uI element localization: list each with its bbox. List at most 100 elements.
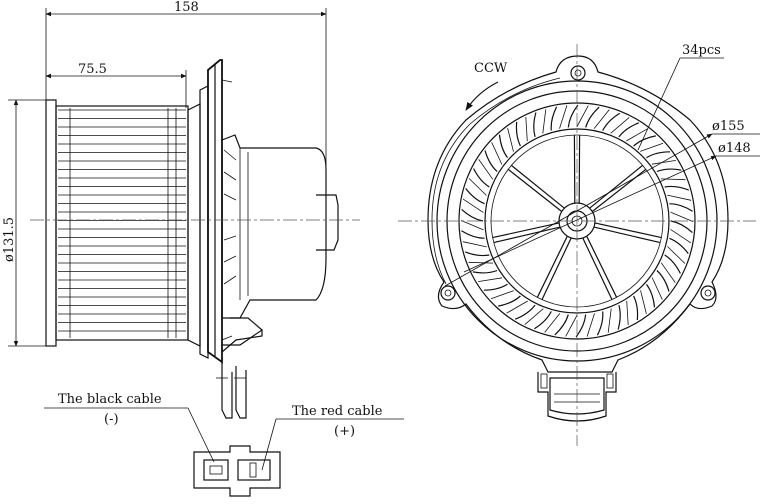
fan-blade [473,168,490,188]
fan-blade [498,295,521,307]
blower-wheel-side [45,99,189,347]
fan-blade-edge [651,277,663,300]
fan-blade [670,220,693,234]
fan-blade-edge [524,308,544,325]
fan-blades-front [460,104,694,338]
dimension-75-5-label: 75.5 [78,62,107,77]
blade-count-label: 34pcs [682,43,721,58]
fan-blade [550,106,558,131]
dimension-overall-length: 158 [45,0,327,17]
mounting-hole-right [700,285,716,301]
hub-spoke [591,168,647,212]
hub-spoke [582,237,613,300]
fan-blade-edge [565,314,578,337]
hub-spoke [507,168,563,212]
outer-diameter-label: ø155 [712,119,745,134]
hub-spoke [589,164,643,209]
fan-blade [554,314,569,336]
dimension-131-5-label: ø131.5 [2,217,17,262]
fan-blade [533,311,552,330]
fan-blades-side [58,108,186,338]
motor-housing [221,134,339,353]
fan-blade-edge [593,109,610,129]
fan-blade-edge [640,290,647,314]
fan-blade-edge [586,313,595,337]
side-view: 158 75.5 ø131.5 [2,0,360,419]
fan-blade-edge [506,300,528,314]
rotation-indicator: CCW [465,61,508,111]
fan-blade-edge [478,159,494,180]
terminal-tabs-side [216,362,247,419]
fan-blade-edge [670,211,694,222]
fan-blade-edge [626,128,648,142]
motor-ribs [223,149,237,285]
fan-blade-edge [626,300,629,326]
hub-spoke [594,222,662,239]
fan-blade [515,121,521,147]
hub-spoke [541,237,572,300]
fan-blade [472,269,498,274]
connector-detail: The black cable (-) The red cable (+) [44,392,404,497]
fan-blade [464,251,490,257]
hub-spoke [586,235,618,298]
dimension-wheel-length: 75.5 [45,62,187,79]
fan-blade [498,134,508,159]
inner-diameter-label: ø148 [718,141,751,156]
fan-blade [633,135,656,147]
connector-plug [193,445,281,497]
fan-blade [669,237,689,254]
fan-blade-edge [525,116,528,142]
dimension-158-label: 158 [174,0,199,15]
fan-blade [646,151,671,159]
fan-blade-edge [544,313,561,333]
hub-spoke [511,164,565,209]
fan-blade [664,185,690,191]
fan-blade [533,112,537,138]
black-cable-label: The black cable [58,392,162,407]
fan-blade-edge [468,261,494,264]
fan-blade-edge [468,178,487,196]
fan-blade [575,314,587,338]
black-cable-polarity: (-) [104,412,119,427]
fan-blade [465,188,485,205]
fan-blade-edge [667,246,686,264]
mounting-hole-top [570,65,586,81]
inner-diameter-callout: ø148 [463,141,760,273]
fan-blade-edge [507,128,514,152]
fan-blade [633,295,639,321]
fan-blade-edge [576,105,589,128]
front-view: CCW 34pcs ø155 ø148 [398,43,760,446]
blade-count-callout: 34pcs [637,43,724,151]
ccw-label: CCW [474,61,508,76]
fan-blade-edge [462,241,487,248]
fan-blade [567,104,579,128]
hub-spoke [593,226,661,244]
hub-spoke [493,226,561,244]
fan-blade [618,122,640,138]
fan-blade-edge [460,220,484,231]
fan-blade-edge [640,142,664,152]
fan-blade-edge [610,117,630,134]
fan-blade-edge [670,229,692,244]
fan-blade [602,112,621,131]
fan-blade [656,168,682,173]
fan-blade [461,230,485,239]
fan-blade-edge [651,160,676,165]
fan-blade [483,283,508,291]
fan-blade-edge [478,277,503,282]
hub-spoke [536,235,568,298]
fan-blade-edge [462,198,484,213]
fan-blade [461,208,484,222]
fan-blade-edge [660,262,676,283]
hub-spoke [492,222,560,239]
fan-blade [646,283,656,308]
fan-blade [514,304,536,320]
fan-blade [585,106,600,128]
fan-blade [617,304,621,330]
fan-blade [656,270,670,292]
fan-blade [669,203,693,212]
fan-blade-edge [490,290,514,300]
red-cable-label: The red cable [292,404,383,419]
fan-blade-edge [607,308,612,333]
